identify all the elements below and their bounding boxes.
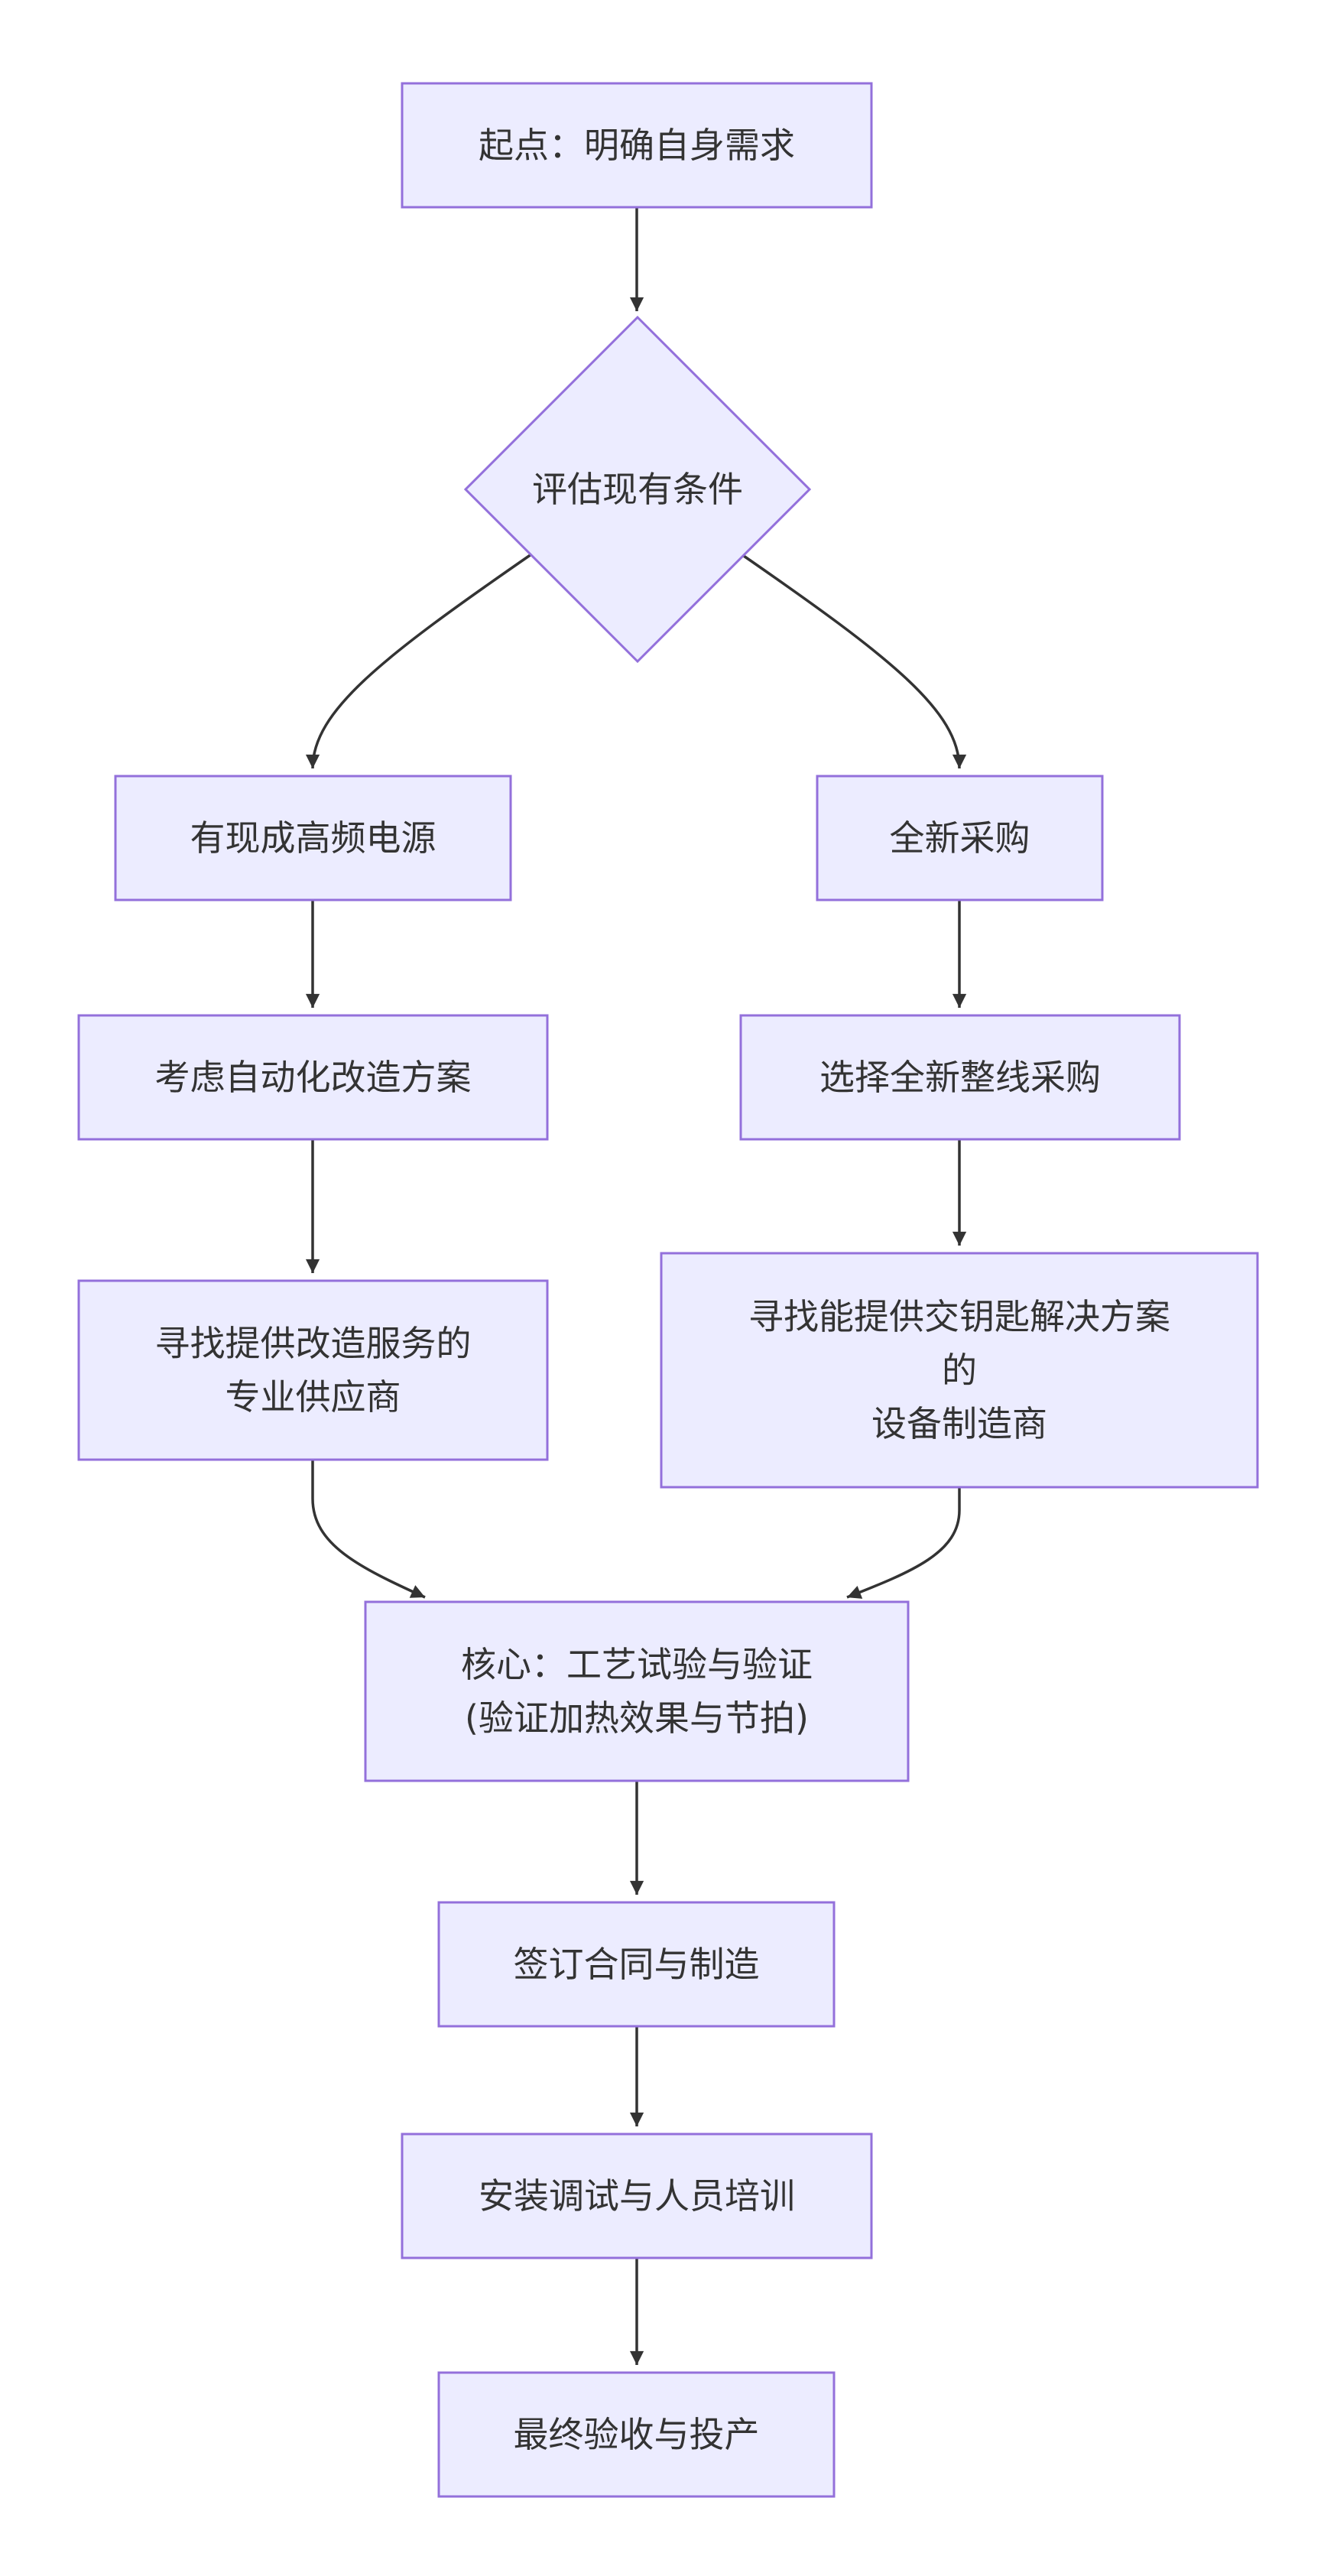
process-box (816, 775, 1104, 901)
node-label: 设备制造商 (871, 1403, 1047, 1444)
node-label: 安装调试与人员培训 (479, 2175, 795, 2217)
decision-diamond (463, 315, 812, 664)
process-box (437, 2371, 836, 2498)
node-label: (验证加热效果与节拍) (465, 1697, 809, 1739)
node-label: 核心：工艺试验与验证 (461, 1644, 813, 1685)
node-label: 有现成高频电源 (190, 817, 436, 859)
node-newline: 选择全新整线采购 (739, 1014, 1181, 1141)
node-label: 选择全新整线采购 (819, 1057, 1101, 1098)
node-assess: 评估现有条件 (463, 315, 812, 664)
process-box (437, 1901, 836, 2028)
node-existing: 有现成高频电源 (114, 775, 512, 901)
process-box (739, 1014, 1181, 1141)
process-box (114, 775, 512, 901)
process-box (77, 1279, 549, 1461)
node-label: 全新采购 (890, 817, 1030, 859)
edge-assess-to-new (741, 553, 967, 769)
node-label: 起点：明确自身需求 (479, 125, 795, 166)
process-box (401, 2133, 873, 2259)
node-label: 寻找提供改造服务的 (155, 1323, 472, 1364)
node-label: 的 (942, 1350, 977, 1391)
edge-assess-to-existing (305, 553, 532, 769)
node-accept: 最终验收与投产 (437, 2371, 836, 2498)
edge-turnkey_vendor-to-core (846, 1487, 961, 1599)
node-start: 起点：明确自身需求 (401, 82, 873, 209)
node-label: 签订合同与制造 (514, 1944, 760, 1985)
edge-retrofit_vendor-to-core (311, 1460, 426, 1599)
node-new: 全新采购 (816, 775, 1104, 901)
node-label: 寻找能提供交钥匙解决方案 (748, 1296, 1170, 1337)
node-retrofit: 考虑自动化改造方案 (77, 1014, 549, 1141)
process-box (364, 1600, 910, 1782)
node-label: 考虑自动化改造方案 (155, 1057, 472, 1098)
edges (305, 207, 967, 2366)
node-install: 安装调试与人员培训 (401, 2133, 873, 2259)
node-label: 专业供应商 (226, 1376, 401, 1418)
process-box (77, 1014, 549, 1141)
node-label: 最终验收与投产 (514, 2414, 760, 2455)
node-contract: 签订合同与制造 (437, 1901, 836, 2028)
process-box (401, 82, 873, 209)
process-box (660, 1252, 1259, 1489)
node-core: 核心：工艺试验与验证 (验证加热效果与节拍) (364, 1600, 910, 1782)
node-label: 评估现有条件 (532, 469, 743, 510)
